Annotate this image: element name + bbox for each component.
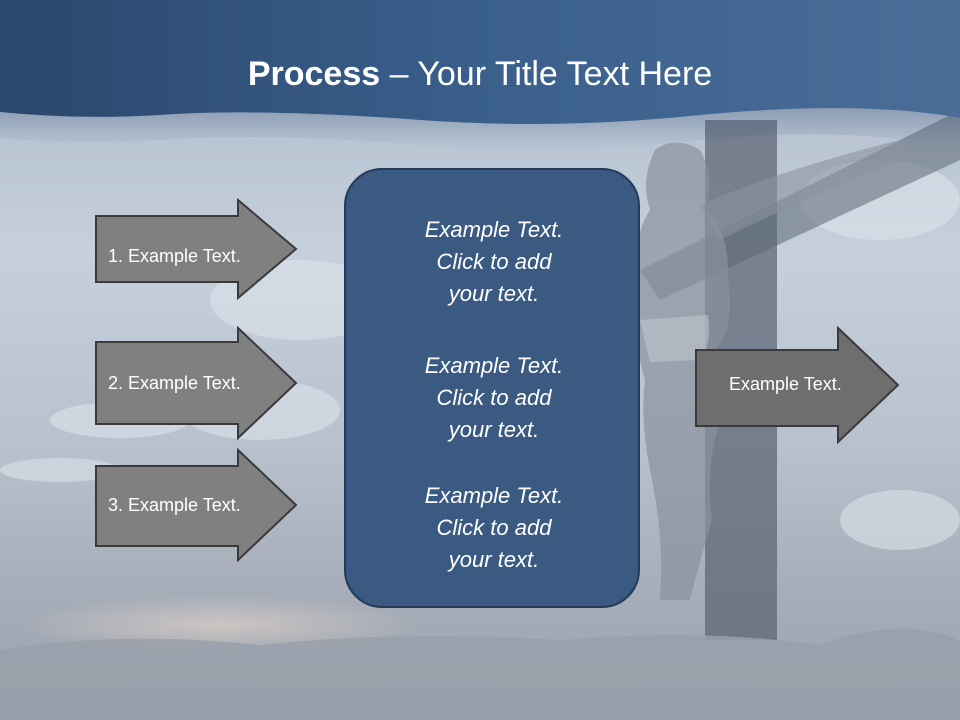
crucifix-silhouette — [636, 110, 960, 640]
ground — [0, 628, 960, 720]
center-text-1[interactable]: Example Text. Click to add your text. — [424, 217, 564, 306]
right-arrow[interactable]: Example Text. — [695, 325, 900, 445]
left-arrow-3[interactable]: 3. Example Text. — [95, 447, 298, 563]
arrow-label: 1. Example Text. — [108, 246, 241, 266]
center-text-3[interactable]: Example Text. Click to add your text. — [424, 483, 564, 572]
arrow-label: 2. Example Text. — [108, 373, 241, 393]
arrow-right-icon — [95, 197, 298, 301]
left-arrow-1[interactable]: 1. Example Text. — [95, 197, 298, 301]
left-arrow-2[interactable]: 2. Example Text. — [95, 325, 298, 441]
arrow-label: 3. Example Text. — [108, 495, 241, 515]
header-shadow — [0, 108, 960, 150]
title-bold: Process — [247, 55, 381, 93]
arrow-right-icon — [95, 325, 298, 441]
arrow-right-icon — [695, 325, 900, 445]
header-band — [0, 0, 960, 124]
title-rest: – Your Title Text Here — [380, 55, 713, 93]
center-content-box[interactable]: Example Text. Click to add your text. Ex… — [344, 168, 640, 608]
slide-title: Process – Your Title Text Here — [0, 52, 960, 96]
center-text-2[interactable]: Example Text. Click to add your text. — [424, 353, 564, 442]
arrow-label: Example Text. — [729, 374, 842, 394]
arrow-right-icon — [95, 447, 298, 563]
